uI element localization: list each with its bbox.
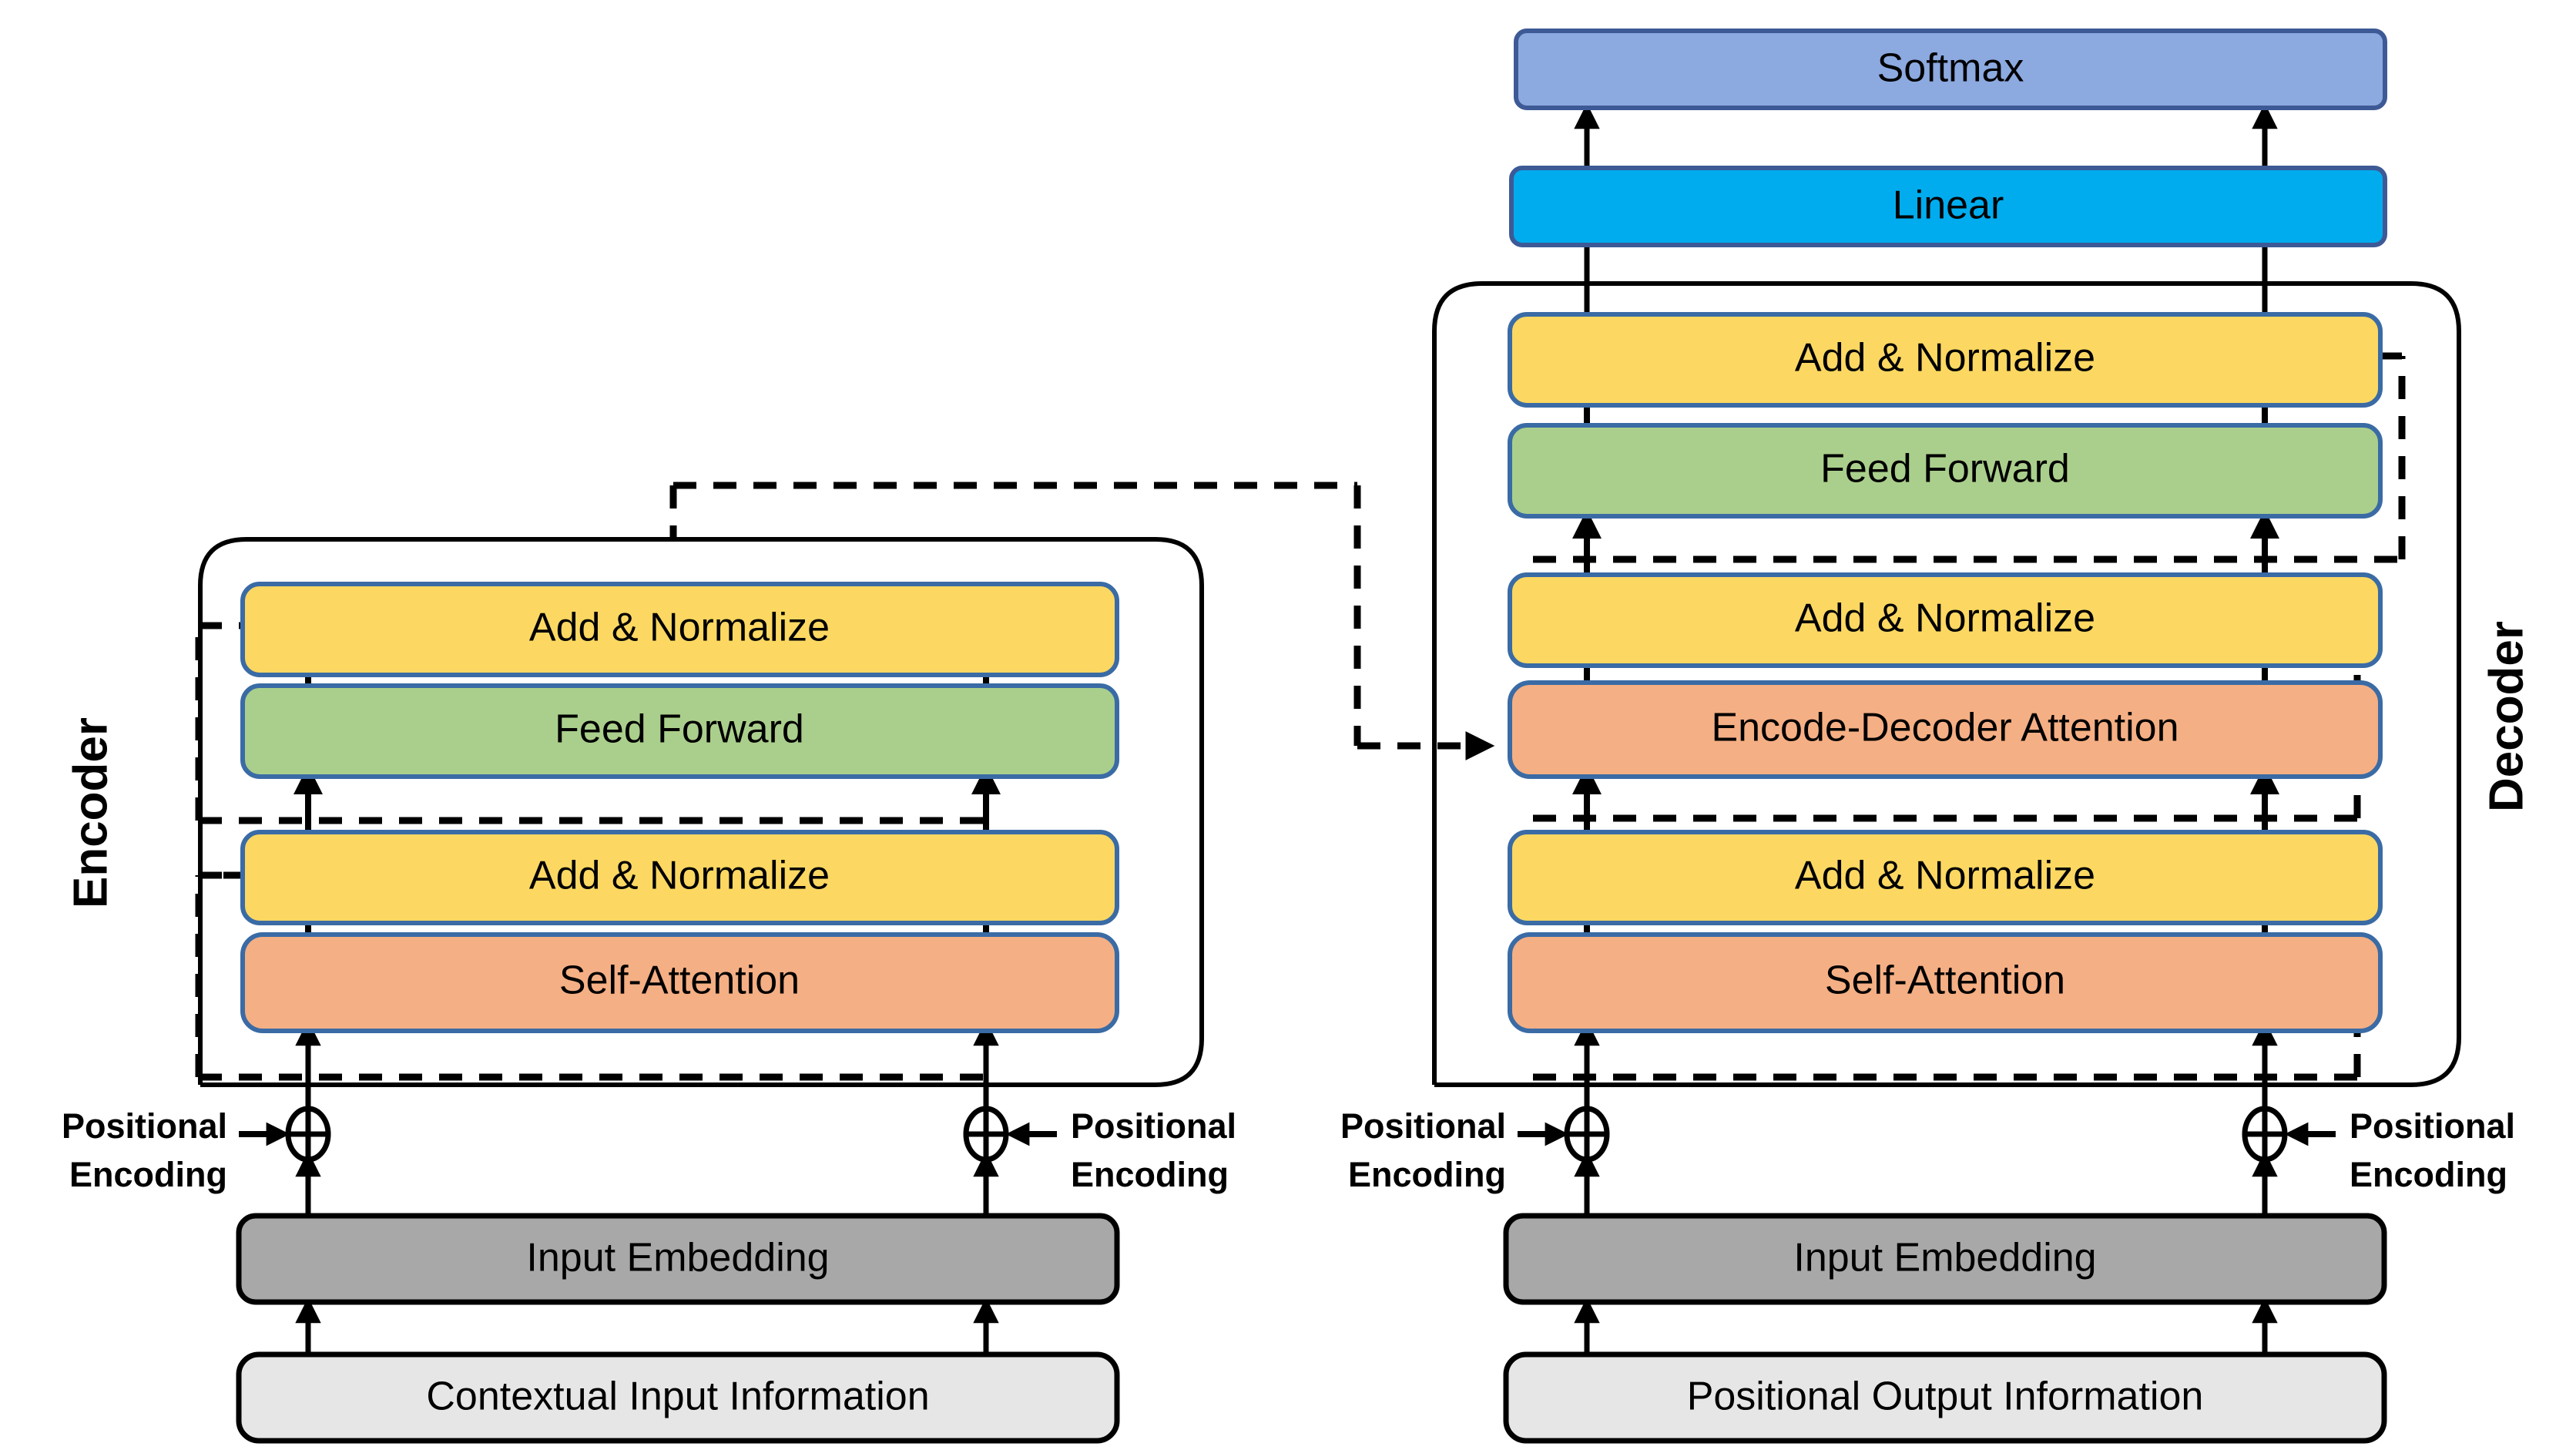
svg-text:Add & Normalize: Add & Normalize [529, 606, 830, 650]
decoder-input-embedding-rect[interactable] [1503, 1213, 2387, 1305]
svg-text:Add & Normalize: Add & Normalize [1795, 854, 2095, 898]
svg-text:Encoding: Encoding [2350, 1155, 2507, 1194]
encoder-source-information[interactable]: Contextual Input Information [236, 1351, 1120, 1444]
decoder-self-attention-rect[interactable] [1508, 932, 2383, 1033]
svg-text:Positional: Positional [62, 1106, 227, 1146]
decoder-cross-attention-rect[interactable] [1508, 680, 2383, 779]
decoder-stack-outline [1432, 281, 2461, 1087]
decoder-block-self-attention[interactable]: Self-Attention [1508, 932, 2383, 1033]
decoder-block-add-normalize-middle[interactable]: Add & Normalize [1508, 572, 2383, 668]
svg-text:Add & Normalize: Add & Normalize [1795, 596, 2095, 641]
svg-text:Add & Normalize: Add & Normalize [1795, 336, 2095, 381]
svg-text:Add & Normalize: Add & Normalize [529, 854, 830, 898]
decoder-source-rect[interactable] [1503, 1351, 2387, 1444]
encoder-block-self-attention[interactable]: Self-Attention [240, 932, 1119, 1033]
encoder-block-add-normalize-bottom[interactable]: Add & Normalize [240, 830, 1119, 925]
svg-text:Input Embedding: Input Embedding [1793, 1236, 2096, 1280]
decoder-feed-forward-rect[interactable] [1508, 423, 2383, 519]
encoder-block-add-normalize-top[interactable]: Add & Normalize [240, 582, 1119, 677]
output-head-linear[interactable]: Linear [1509, 166, 2387, 247]
decoder-positional-encoding-right: Positional Encoding [2242, 1106, 2515, 1194]
encoder-to-decoder-bridge [669, 482, 1495, 760]
decoder-block-feed-forward[interactable]: Feed Forward [1508, 423, 2383, 519]
encoder-stack-outline [198, 537, 1204, 1087]
svg-text:Contextual Input Information: Contextual Input Information [426, 1374, 929, 1419]
encoder-positional-encoding-right: Positional Encoding [963, 1106, 1236, 1194]
decoder-source-information[interactable]: Positional Output Information [1503, 1351, 2387, 1444]
encoder-positional-encoding-left: Positional Encoding [62, 1106, 331, 1194]
svg-text:Softmax: Softmax [1877, 46, 2024, 91]
decoder-block-encode-decoder-attention[interactable]: Encode-Decoder Attention [1508, 680, 2383, 779]
encoder-self-attention-rect[interactable] [240, 932, 1119, 1033]
decoder-positional-encoding-left: Positional Encoding [1340, 1106, 1610, 1194]
svg-text:Self-Attention: Self-Attention [559, 958, 800, 1003]
linear-rect[interactable] [1509, 166, 2387, 247]
decoder-input-embedding[interactable]: Input Embedding [1503, 1213, 2387, 1305]
svg-text:Encode-Decoder Attention: Encode-Decoder Attention [1711, 706, 2179, 750]
encoder-stack-label: Encoder [64, 717, 117, 908]
decoder-add-normalize-middle-rect[interactable] [1508, 572, 2383, 668]
svg-text:Positional: Positional [1071, 1106, 1236, 1146]
decoder-add-normalize-bottom-rect[interactable] [1508, 830, 2383, 925]
svg-text:Encoder: Encoder [64, 717, 117, 908]
decoder-add-normalize-top-rect[interactable] [1508, 312, 2383, 408]
svg-text:Self-Attention: Self-Attention [1825, 958, 2065, 1003]
svg-text:Input Embedding: Input Embedding [526, 1236, 829, 1280]
encoder-source-rect[interactable] [236, 1351, 1120, 1444]
softmax-rect[interactable] [1514, 29, 2387, 110]
svg-text:Feed Forward: Feed Forward [1820, 447, 2070, 492]
encoder-feed-forward-rect[interactable] [240, 683, 1119, 779]
decoder-block-add-normalize-bottom[interactable]: Add & Normalize [1508, 830, 2383, 925]
encoder-residual-dashed-paths [195, 611, 990, 1081]
decoder-block-add-normalize-top[interactable]: Add & Normalize [1508, 312, 2383, 408]
svg-text:Feed Forward: Feed Forward [555, 707, 804, 752]
encoder-add-normalize-top-rect[interactable] [240, 582, 1119, 677]
svg-text:Encoding: Encoding [69, 1155, 227, 1194]
decoder-stack-label: Decoder [2480, 621, 2533, 812]
encoder-add-normalize-bottom-rect[interactable] [240, 830, 1119, 925]
svg-text:Positional: Positional [1340, 1106, 1506, 1146]
svg-text:Decoder: Decoder [2480, 621, 2533, 812]
svg-text:Positional: Positional [2350, 1106, 2515, 1146]
encoder-input-embedding-rect[interactable] [236, 1213, 1120, 1305]
svg-text:Positional Output Information: Positional Output Information [1687, 1374, 2204, 1419]
svg-text:Linear: Linear [1893, 183, 2004, 228]
encoder-block-feed-forward[interactable]: Feed Forward [240, 683, 1119, 779]
svg-text:Encoding: Encoding [1348, 1155, 1506, 1194]
output-head-softmax[interactable]: Softmax [1514, 29, 2387, 110]
svg-text:Encoding: Encoding [1071, 1155, 1229, 1194]
encoder-input-embedding[interactable]: Input Embedding [236, 1213, 1120, 1305]
